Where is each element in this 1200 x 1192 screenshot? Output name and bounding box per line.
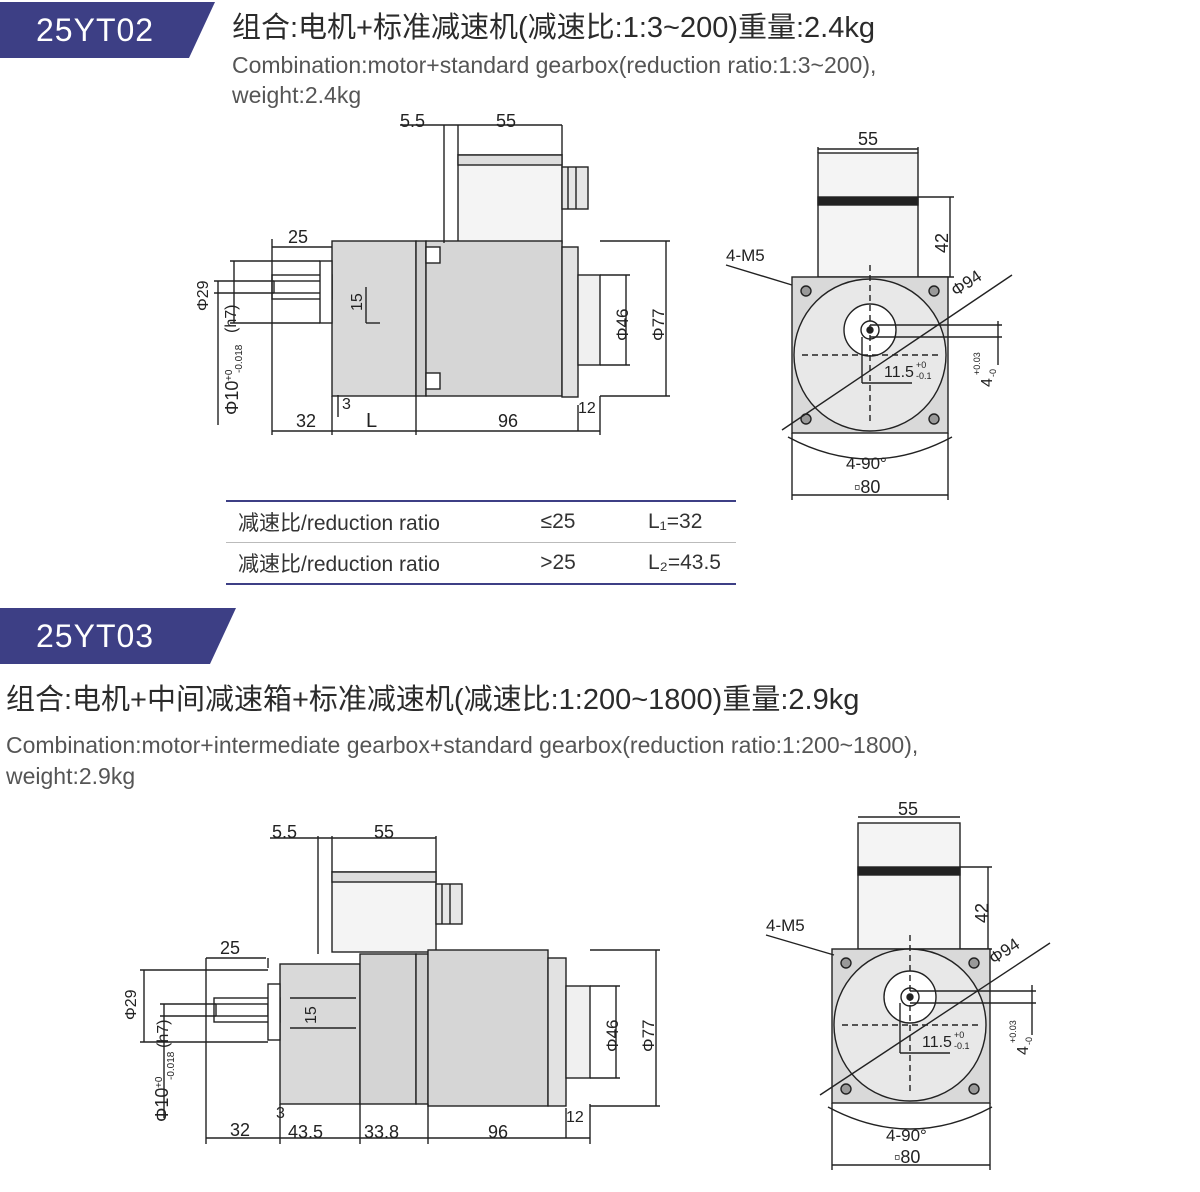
dim-15: 15 <box>303 1006 320 1024</box>
dim-32: 32 <box>230 1120 250 1140</box>
section2-side-view-drawing: 55 5.5 25 Φ29 (h7) Φ10 -0.018 +0 15 Φ46 … <box>123 822 660 1144</box>
dim-3: 3 <box>342 396 351 413</box>
model-tab-25yt03: 25YT03 <box>0 608 236 664</box>
front-dim-11-5-tol-up: +0 <box>916 360 926 370</box>
front-dim-angle: 4-90° <box>886 1126 927 1145</box>
dim-32: 32 <box>296 411 316 431</box>
front-dim-phi94: Φ94 <box>948 266 986 300</box>
front-dim-square-80: ▫80 <box>894 1147 920 1167</box>
front-dim-11-5-tol-dn: -0.1 <box>954 1041 970 1051</box>
dim-phi77: Φ77 <box>649 309 668 341</box>
dim-5-5: 5.5 <box>272 822 297 842</box>
front-dim-4-m5: 4-M5 <box>766 916 805 935</box>
table-row: 减速比/reduction ratio >25 L₂=43.5 <box>226 543 736 584</box>
dim-15: 15 <box>349 293 366 311</box>
dim-5-5: 5.5 <box>400 111 425 131</box>
model-name: 25YT02 <box>36 11 155 48</box>
dim-phi77: Φ77 <box>639 1020 658 1052</box>
ratio-value: L₁=32 <box>648 510 703 533</box>
dim-3: 3 <box>276 1105 285 1122</box>
ratio-label: 减速比/reduction ratio <box>238 512 440 535</box>
front-dim-4-tol-up: +0.03 <box>972 352 982 375</box>
model-tab-25yt02: 25YT02 <box>0 2 215 58</box>
reduction-ratio-table: 减速比/reduction ratio ≤25 L₁=32 减速比/reduct… <box>226 500 736 585</box>
section1-title-cn: 组合:电机+标准减速机(减速比:1:3~200)重量:2.4kg <box>232 12 875 44</box>
front-dim-4-m5: 4-M5 <box>726 246 765 265</box>
front-dim-55: 55 <box>858 129 878 149</box>
dim-phi46: Φ46 <box>613 309 632 341</box>
front-dim-4: 4 <box>1015 1046 1032 1055</box>
section1-side-view-drawing: 55 5.5 25 Φ29 (h7) Φ10 -0.018 +0 15 Φ46 … <box>195 111 670 435</box>
ratio-value: L₂=43.5 <box>648 551 721 574</box>
dim-phi10-tol-up: +0 <box>154 1076 165 1088</box>
dim-h7: (h7) <box>155 1020 172 1048</box>
dim-96: 96 <box>488 1122 508 1142</box>
dim-55: 55 <box>496 111 516 131</box>
dim-55: 55 <box>374 822 394 842</box>
ratio-condition: ≤25 <box>540 510 576 533</box>
dim-h7: (h7) <box>223 305 240 333</box>
front-dim-4: 4 <box>979 378 996 387</box>
front-dim-11-5: 11.5 <box>884 364 914 381</box>
dim-phi29: Φ29 <box>195 280 212 311</box>
section1-front-view-drawing: 55 42 4-M5 Φ94 11.5 +0 -0.1 4 +0.03 -0 4… <box>725 129 1013 500</box>
dim-12: 12 <box>566 1109 584 1126</box>
section2-front-view-drawing: 55 42 4-M5 Φ94 11.5 +0 -0.1 4 +0.03 -0 4… <box>765 799 1051 1170</box>
front-dim-42: 42 <box>972 903 992 923</box>
dim-25: 25 <box>220 938 240 958</box>
section2-title-en-line1: Combination:motor+intermediate gearbox+s… <box>6 732 919 758</box>
front-dim-angle: 4-90° <box>846 454 887 473</box>
dim-phi10-tol: -0.018 <box>234 344 245 373</box>
dim-phi10: Φ10 <box>152 1088 172 1122</box>
front-dim-11-5-tol-dn: -0.1 <box>916 371 932 381</box>
ratio-label: 减速比/reduction ratio <box>238 553 440 576</box>
ratio-condition: >25 <box>540 551 576 574</box>
front-dim-42: 42 <box>932 233 952 253</box>
front-dim-4-tol-dn: -0 <box>1024 1037 1034 1045</box>
section2-title-cn: 组合:电机+中间减速箱+标准减速机(减速比:1:200~1800)重量:2.9k… <box>6 684 860 716</box>
table-row: 减速比/reduction ratio ≤25 L₁=32 <box>226 502 736 543</box>
dim-12: 12 <box>578 400 596 417</box>
section2-title-en-line2: weight:2.9kg <box>6 763 136 789</box>
dim-phi10: Φ10 <box>222 381 242 415</box>
dim-phi10-tol-up: +0 <box>224 369 235 381</box>
front-dim-55: 55 <box>898 799 918 819</box>
dim-96: 96 <box>498 411 518 431</box>
dim-L: L <box>366 410 377 432</box>
dim-phi46: Φ46 <box>603 1020 622 1052</box>
dim-33-8: 33.8 <box>364 1122 399 1142</box>
section1-title-en-line2: weight:2.4kg <box>232 82 362 108</box>
dim-43-5: 43.5 <box>288 1122 323 1142</box>
front-dim-square-80: ▫80 <box>854 477 880 497</box>
section1-title-en-line1: Combination:motor+standard gearbox(reduc… <box>232 52 877 78</box>
dim-phi29: Φ29 <box>123 989 140 1020</box>
model-name: 25YT03 <box>36 617 155 654</box>
dim-25: 25 <box>288 227 308 247</box>
front-dim-phi94: Φ94 <box>986 934 1024 968</box>
front-dim-11-5-tol-up: +0 <box>954 1030 964 1040</box>
front-dim-4-tol-up: +0.03 <box>1008 1020 1018 1043</box>
front-dim-4-tol-dn: -0 <box>988 369 998 377</box>
dim-phi10-tol: -0.018 <box>166 1051 177 1080</box>
front-dim-11-5: 11.5 <box>922 1034 952 1051</box>
